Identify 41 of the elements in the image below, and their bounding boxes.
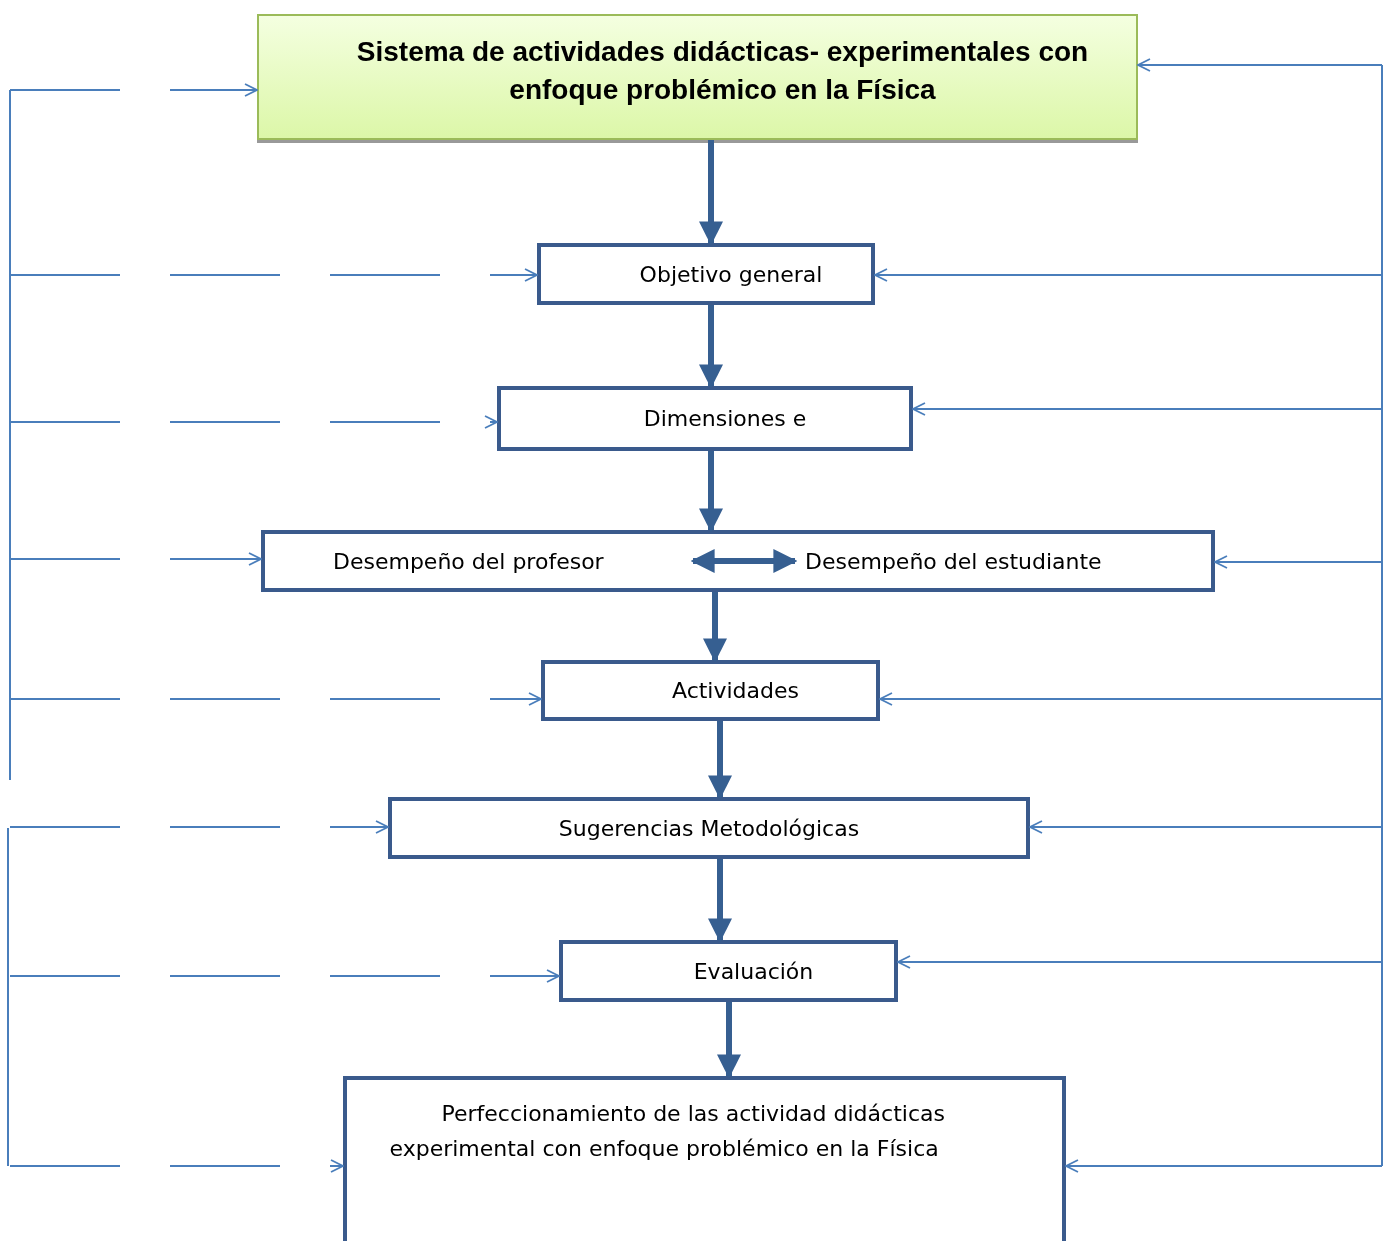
dashed-arrow	[9, 83, 258, 97]
dashed-arrow	[9, 692, 542, 706]
block-arrow	[708, 721, 732, 800]
box-text: Actividades	[671, 678, 799, 703]
dashed-arrow	[9, 820, 389, 834]
dashed-arrow	[9, 969, 560, 983]
dashed-arrow	[9, 552, 262, 566]
feedback-arrow	[897, 955, 1383, 969]
box-text: Evaluación	[693, 958, 814, 984]
process-box	[541, 660, 880, 721]
box-text: Sugerencias Metodológicas	[558, 815, 860, 841]
process-box	[559, 940, 898, 1002]
feedback-arrow	[879, 692, 1383, 706]
block-arrow	[708, 859, 732, 943]
box-text: Sistema de actividades didácticas- experimentales con enfoque problémico en la Física	[355, 35, 1090, 107]
block-arrow	[717, 1002, 741, 1079]
block-arrow	[703, 592, 727, 663]
node-label: Desempeño del profesor	[333, 534, 683, 588]
process-box	[261, 530, 1215, 592]
feedback-arrow	[1029, 820, 1383, 834]
feedback-arrow	[1065, 1159, 1383, 1173]
process-box	[343, 1076, 1066, 1241]
block-arrow	[699, 140, 723, 246]
double-arrow	[690, 549, 798, 573]
feedback-arrow	[874, 268, 1383, 282]
feedback-arrow	[912, 402, 1383, 416]
dashed-arrow	[9, 415, 498, 429]
process-box	[388, 797, 1030, 859]
title-box	[257, 14, 1138, 140]
block-arrow	[699, 305, 723, 389]
node-label: Desempeño del estudiante	[805, 534, 1165, 588]
process-box	[537, 243, 875, 305]
box-text: Objetivo general	[639, 261, 823, 287]
dashed-arrow	[9, 268, 538, 282]
feedback-arrow	[1214, 555, 1383, 569]
feedback-arrow	[1137, 58, 1383, 72]
dashed-arrow	[9, 1159, 344, 1173]
box-text: Dimensiones e	[643, 406, 807, 431]
box-text: Perfeccionamiento de las actividad didácticas experimental con enfoque problémico en la Física	[388, 1100, 946, 1164]
block-arrow	[699, 451, 723, 533]
process-box	[497, 386, 913, 451]
